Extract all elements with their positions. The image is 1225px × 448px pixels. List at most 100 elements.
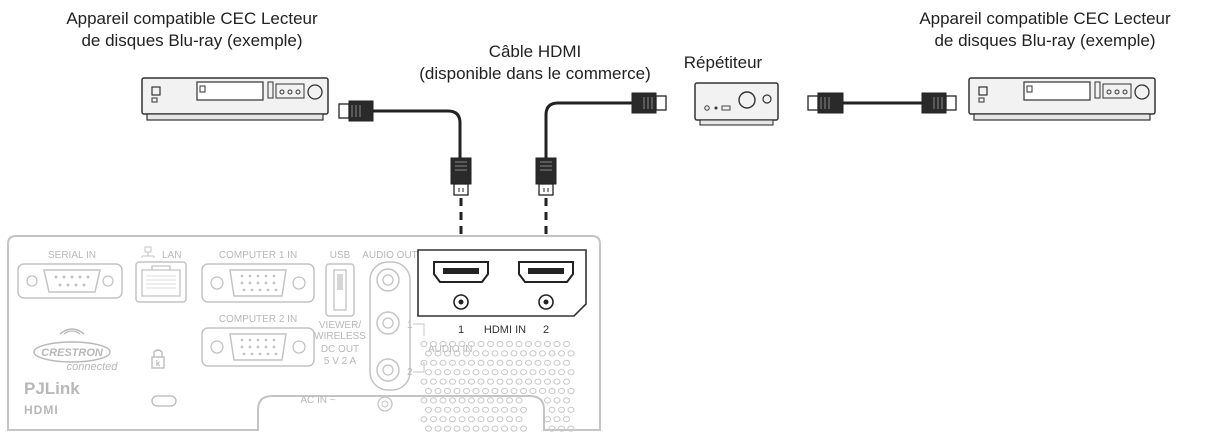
hdmi-in-2-port [518,261,574,310]
vent-hole [477,340,485,348]
serial-in-port: SERIAL IN [17,250,123,299]
vent-hole [487,416,494,423]
audio-in-2-label: 2 [407,367,413,378]
vent-hole [430,359,437,366]
network-icon [141,246,155,258]
source-right-label-line2: de disques Blu-ray (exemple) [934,31,1156,50]
vent-hole [563,416,570,423]
vent-hole [420,378,428,385]
vent-hole [444,350,451,357]
vent-hole [439,378,447,385]
blu-ray-player-left [141,77,329,121]
vent-hole [420,359,428,366]
vent-hole [501,387,508,395]
vent-hole [468,378,475,385]
vent-hole [439,359,447,366]
vent-hole [510,406,518,413]
vent-hole [420,416,428,423]
computer-2-in-port: COMPUTER 2 IN [201,314,315,367]
vent-hole [487,378,494,385]
serial-in-label: SERIAL IN [48,250,96,261]
usb-port: USB VIEWER/ WIRELESS DC OUT 5 V 2 A [314,250,366,367]
vent-hole [449,378,456,385]
vent-hole [458,397,466,404]
hdmi-plug-projector-2 [535,157,557,196]
vent-hole [520,350,527,357]
vent-hole [434,369,442,376]
vent-hole [463,369,470,376]
vent-hole [472,387,480,395]
security-slot [151,395,177,407]
vent-hole [544,416,551,423]
vent-hole [496,416,504,423]
repeater-label: Répétiteur [683,53,763,72]
vent-hole [520,406,527,413]
ventilation-grille [420,340,575,432]
audio-ports: AUDIO OUT 1 2 AUDIO IN [362,250,472,412]
vent-hole [548,369,556,376]
vent-hole [501,369,508,376]
hdmi-plug-repeater-out [807,92,844,114]
vent-hole [482,406,489,413]
vent-hole [463,425,470,432]
vent-hole [487,359,494,366]
vent-hole [472,425,480,432]
dc-spec-label: 5 V 2 A [324,356,357,367]
vent-hole [553,340,561,348]
viewer-label-1: VIEWER/ [319,320,361,331]
vent-hole [506,416,513,423]
vent-hole [567,350,575,357]
vent-hole [439,397,447,404]
vent-hole [501,406,508,413]
vent-hole [515,397,523,404]
vent-hole [506,397,513,404]
vent-hole [544,359,551,366]
vent-hole [425,350,432,357]
vent-hole [520,425,527,432]
vent-hole [444,425,451,432]
vent-hole [548,350,556,357]
vent-hole [439,340,447,348]
svg-text:k: k [156,359,161,368]
vent-hole [468,359,475,366]
vent-hole [544,340,551,348]
hdmi-in-2-label: 2 [543,324,549,336]
vent-hole [510,425,518,432]
vent-hole [425,406,432,413]
hdmi-in-1-label: 1 [458,324,464,336]
lan-label: LAN [162,250,181,261]
vent-hole [487,340,494,348]
hdmi-cable-label: Câble HDMI (disponible dans le commerce) [395,41,675,85]
vent-hole [558,369,565,376]
usb-label: USB [330,250,351,261]
vent-hole [477,378,485,385]
vent-hole [425,387,432,395]
vent-hole [434,425,442,432]
vent-hole [534,359,542,366]
source-right-label: Appareil compatible CEC Lecteur de disqu… [895,8,1195,52]
crestron-logo: CRESTRON connected [33,328,118,373]
vent-hole [458,378,466,385]
vent-hole [468,416,475,423]
vent-hole [430,416,437,423]
vent-hole [563,340,570,348]
vent-hole [458,340,466,348]
vent-hole [491,406,499,413]
vent-hole [515,416,523,423]
hdmi-logo: HDMI [24,403,59,417]
vent-hole [567,406,575,413]
vent-hole [487,397,494,404]
vent-hole [506,378,513,385]
vent-hole [482,425,489,432]
crestron-text: CRESTRON [41,347,104,359]
vent-hole [515,340,523,348]
vent-hole [534,340,542,348]
vent-hole [491,369,499,376]
repeater-device [694,82,779,126]
vent-hole [434,406,442,413]
vent-hole [544,378,551,385]
vent-hole [520,387,527,395]
hdmi-plug-left-player [338,100,374,122]
vent-hole [472,369,480,376]
lan-port: LAN [135,246,187,303]
